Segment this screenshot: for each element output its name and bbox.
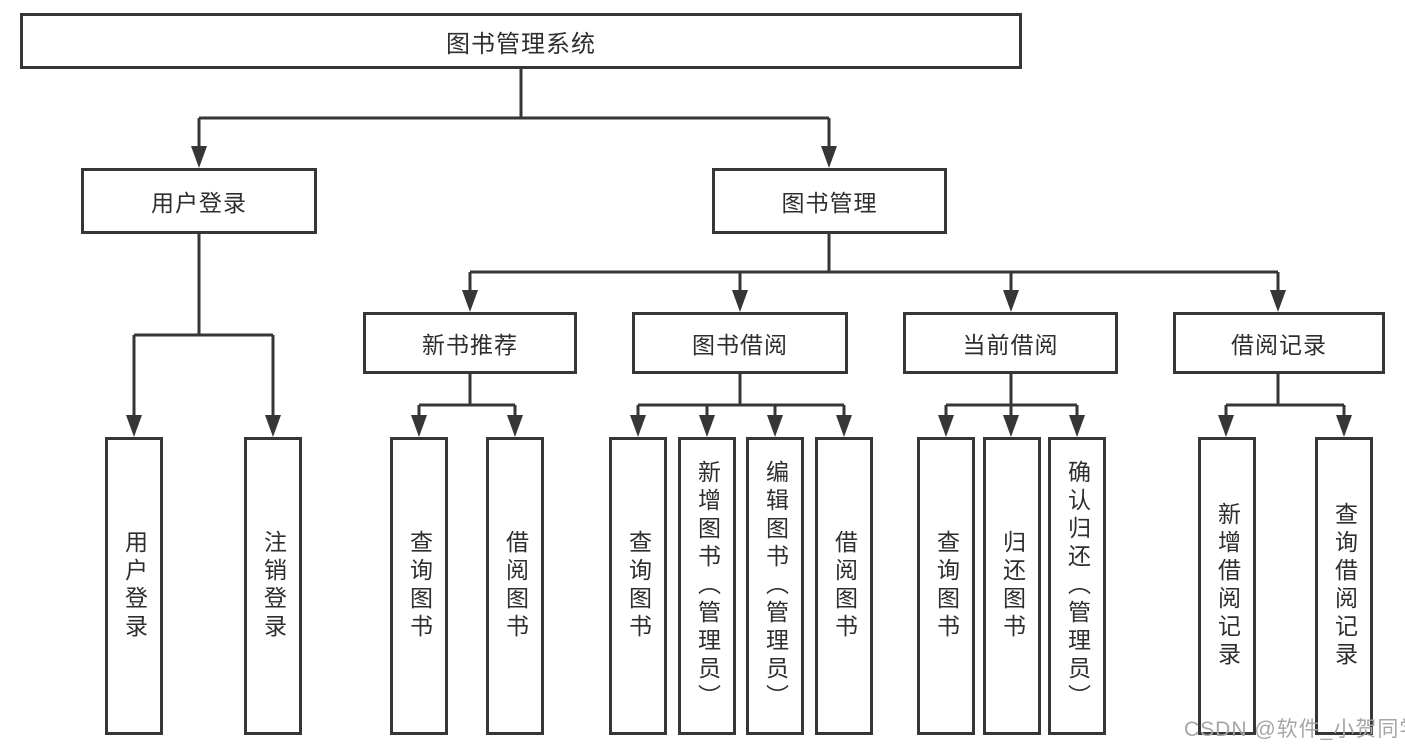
leaf-cb-return-books: 归还图书	[983, 437, 1041, 735]
leaf-label: 查询借阅记录	[1331, 502, 1358, 670]
leaf-nbr-query-books: 查询图书	[390, 437, 448, 735]
leaf-label: 确认归还（管理员）	[1064, 460, 1091, 712]
leaf-nbr-borrow-books: 借阅图书	[486, 437, 544, 735]
leaf-label: 查询图书	[406, 530, 433, 642]
csdn-watermark: CSDN @软件_小贺同学	[1184, 718, 1405, 741]
node-label: 图书管理系统	[446, 30, 596, 58]
leaf-label: 查询图书	[933, 530, 960, 642]
leaf-bb-add-books-admin: 新增图书（管理员）	[678, 437, 736, 735]
leaf-user-login: 用户登录	[105, 437, 163, 735]
leaf-label: 用户登录	[121, 530, 148, 642]
node-label: 借阅记录	[1231, 332, 1327, 358]
node-label: 当前借阅	[962, 332, 1059, 358]
node-current-borrowing: 当前借阅	[903, 312, 1118, 374]
node-user-login: 用户登录	[81, 168, 317, 234]
leaf-cb-confirm-return-admin: 确认归还（管理员）	[1048, 437, 1106, 735]
leaf-label: 编辑图书（管理员）	[762, 460, 789, 712]
leaf-bb-query-books: 查询图书	[609, 437, 667, 735]
node-new-book-recommendation: 新书推荐	[363, 312, 577, 374]
node-library-management-system: 图书管理系统	[20, 13, 1022, 69]
leaf-label: 归还图书	[999, 530, 1026, 642]
node-book-management: 图书管理	[712, 168, 947, 234]
leaf-label: 注销登录	[260, 530, 287, 642]
leaf-label: 查询图书	[625, 530, 652, 642]
leaf-br-query-borrow-record: 查询借阅记录	[1315, 437, 1373, 735]
arrowheads	[126, 146, 1352, 437]
leaf-bb-edit-books-admin: 编辑图书（管理员）	[746, 437, 804, 735]
node-label: 图书管理	[781, 190, 878, 216]
node-borrowing-records: 借阅记录	[1173, 312, 1385, 374]
leaf-label: 新增借阅记录	[1214, 502, 1241, 670]
node-label: 用户登录	[151, 190, 247, 216]
leaf-logout-login: 注销登录	[244, 437, 302, 735]
node-label: 图书借阅	[692, 332, 788, 358]
leaf-br-add-borrow-record: 新增借阅记录	[1198, 437, 1256, 735]
leaf-bb-borrow-books: 借阅图书	[815, 437, 873, 735]
node-book-borrowing: 图书借阅	[632, 312, 848, 374]
leaf-label: 借阅图书	[502, 530, 529, 642]
leaf-label: 新增图书（管理员）	[694, 460, 721, 712]
leaf-cb-query-books: 查询图书	[917, 437, 975, 735]
node-label: 新书推荐	[422, 332, 518, 358]
leaf-label: 借阅图书	[831, 530, 858, 642]
